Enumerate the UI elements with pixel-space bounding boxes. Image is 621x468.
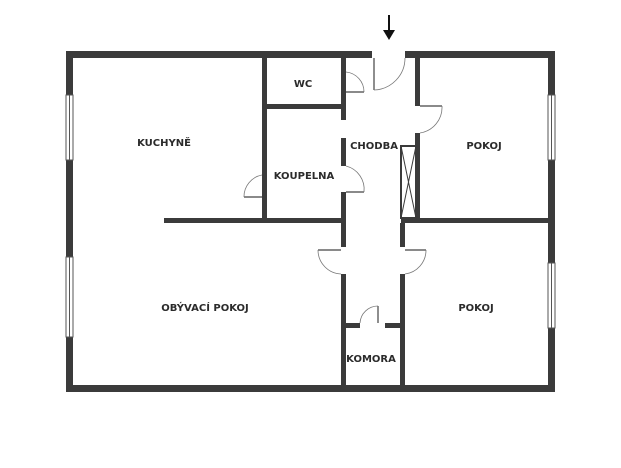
room-label-storage: KOMORA [346,354,396,365]
wc-door [345,71,365,93]
down-arrow-icon [383,15,395,40]
interior-walls [164,58,548,385]
room-label-room-bottom-right: POKOJ [458,303,493,314]
room-label-room-top-right: POKOJ [466,141,501,152]
room-label-wc: WC [294,79,312,90]
room-top-right-door [419,105,443,134]
living-room-door [317,249,342,275]
room-bottom-right-door [404,249,427,275]
windows [65,94,556,338]
outer-walls [66,51,555,392]
room-label-kitchen: KUCHYNĚ [137,136,191,149]
kitchen-door [243,174,263,198]
doors [243,57,443,324]
bathroom-door [345,165,365,193]
room-label-bathroom: KOUPELNA [274,171,335,182]
room-label-living-room: OBÝVACÍ POKOJ [161,301,249,314]
entrance-door [373,57,406,91]
storage-door [359,305,379,324]
room-label-hallway: CHODBA [350,141,398,152]
